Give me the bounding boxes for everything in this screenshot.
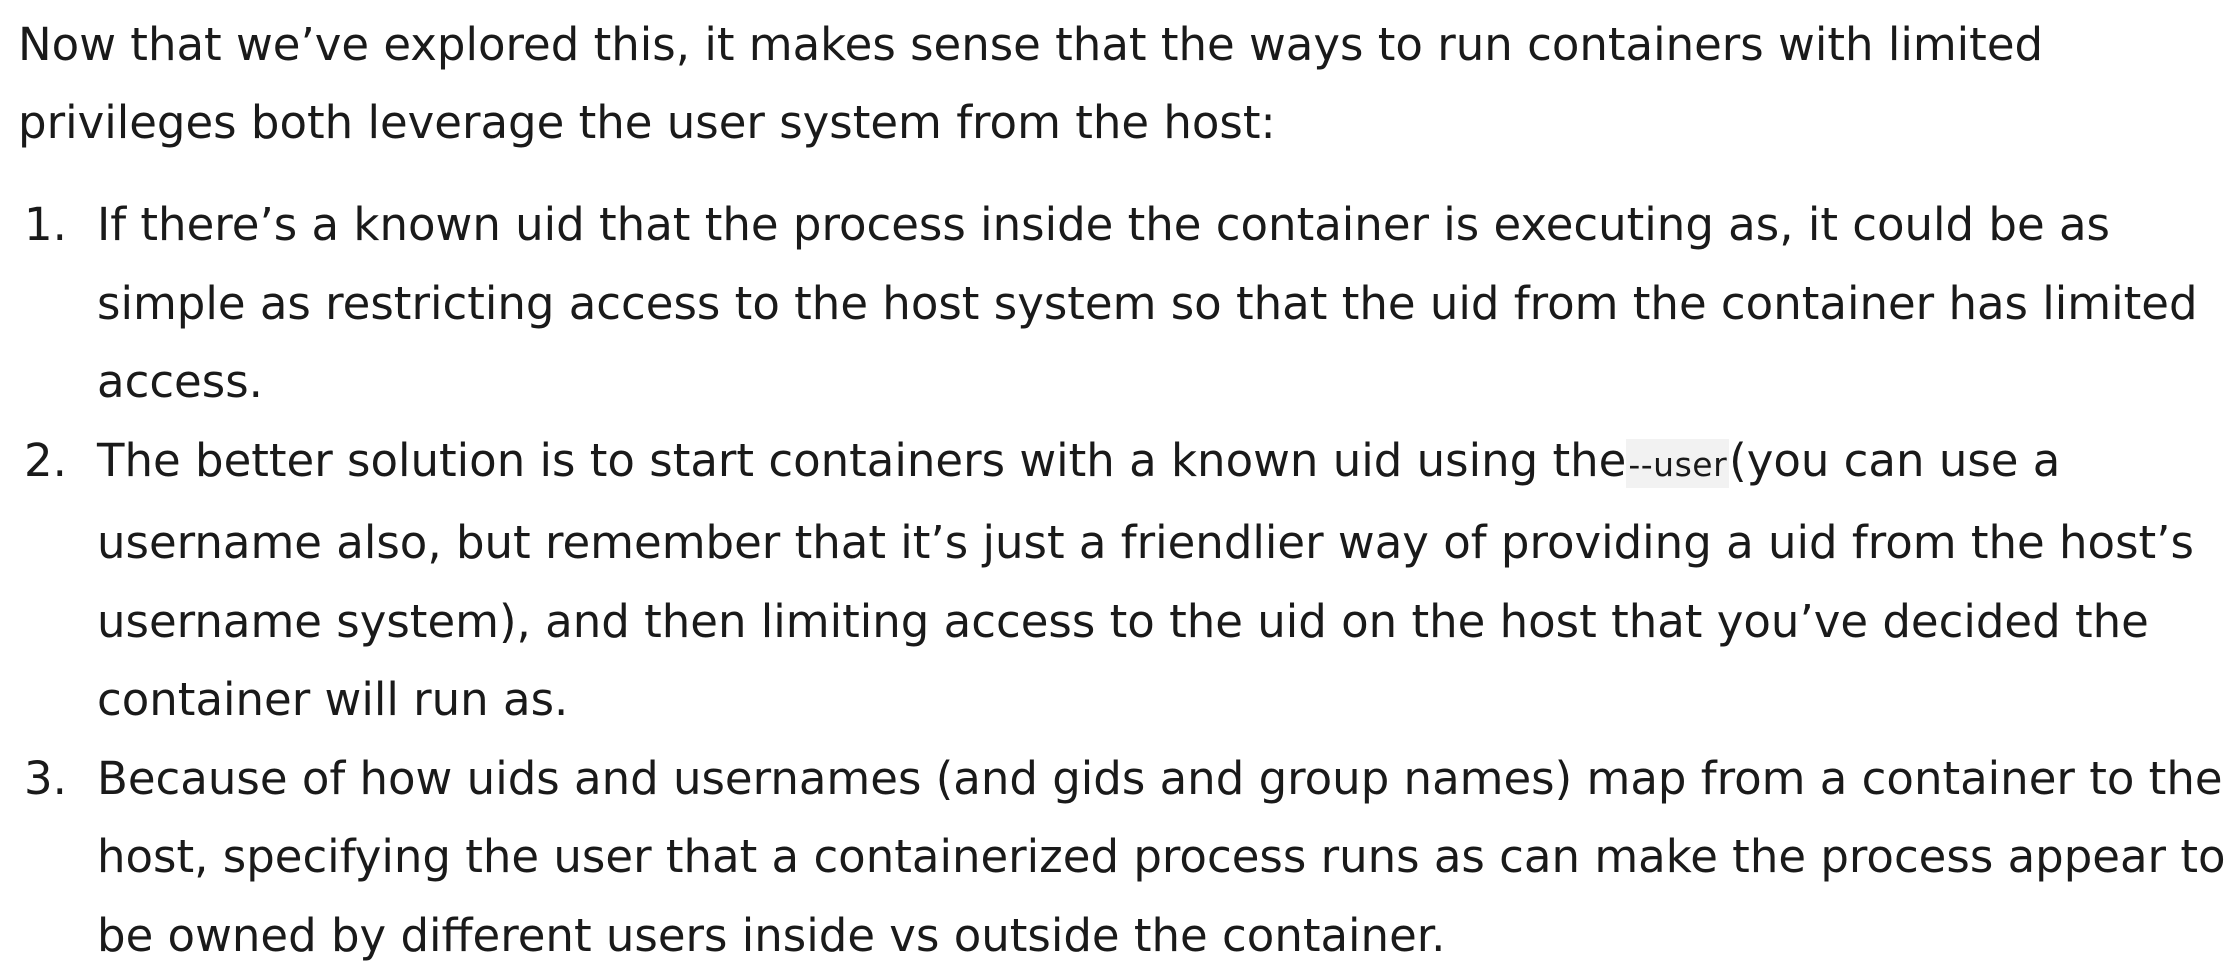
list-item-text: If there’s a known uid that the process … — [97, 198, 2198, 408]
list-item: 1. If there’s a known uid that the proce… — [18, 186, 2232, 422]
intro-paragraph: Now that we’ve explored this, it makes s… — [18, 0, 2228, 162]
list-item-text-before: The better solution is to start containe… — [97, 434, 1626, 487]
list-item-number: 1. — [24, 186, 67, 265]
numbered-list: 1. If there’s a known uid that the proce… — [18, 186, 2218, 975]
list-item-number: 2. — [24, 422, 67, 501]
list-item-text: Because of how uids and usernames (and g… — [97, 752, 2226, 962]
inline-code-user-flag: --user — [1626, 439, 1729, 488]
list-item: 3. Because of how uids and usernames (an… — [18, 740, 2232, 975]
list-item-number: 3. — [24, 740, 67, 819]
list-item: 2. The better solution is to start conta… — [18, 422, 2232, 740]
